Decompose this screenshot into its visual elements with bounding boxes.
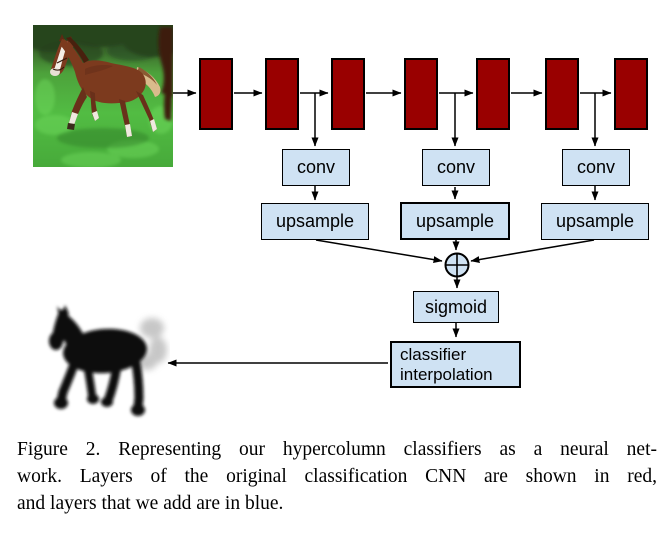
classifier-label-line1: classifier: [400, 344, 467, 364]
main-horse: [50, 34, 161, 137]
upsample-label: upsample: [275, 211, 355, 231]
cnn-layer-block-1: [199, 58, 233, 130]
conv-label: conv: [296, 157, 336, 177]
grass-highlights: [35, 79, 173, 168]
branch-arrows: [311, 93, 599, 201]
caption-line-1: Figure 2. Representing our hypercolumn c…: [17, 439, 657, 460]
conv-box-3: conv: [562, 149, 630, 186]
conv-box-2: conv: [422, 149, 490, 186]
upsample-label: upsample: [555, 211, 635, 231]
upsample-box-1: upsample: [261, 203, 369, 240]
horse-photo-art: [21, 17, 185, 168]
sigmoid-box: sigmoid: [413, 291, 499, 323]
upsample-box-2: upsample: [400, 202, 510, 240]
conv-label: conv: [576, 157, 616, 177]
classifier-interpolation-box: classifier interpolation: [390, 341, 521, 388]
horse-shadow: [57, 128, 149, 148]
classifier-label-line2: interpolation: [400, 364, 493, 384]
silhouette-body: [49, 305, 147, 416]
cnn-layer-block-3: [331, 58, 365, 130]
cnn-layer-block-2: [265, 58, 299, 130]
cnn-layer-block-4: [404, 58, 438, 130]
output-horse-silhouette: [35, 300, 170, 425]
upsample-box-3: upsample: [541, 203, 649, 240]
cnn-layer-block-6: [545, 58, 579, 130]
horse-silhouette-art: [49, 305, 167, 416]
figure-caption: Figure 2. Representing our hypercolumn c…: [17, 436, 657, 517]
second-horse: [158, 27, 173, 121]
sum-node: [444, 252, 470, 278]
caption-line-3: and layers that we add are in blue.: [17, 493, 284, 514]
input-horse-photo: [21, 17, 185, 168]
conv-label: conv: [436, 157, 476, 177]
caption-line-2: work. Layers of the original classificat…: [17, 466, 657, 487]
cnn-layer-block-7: [614, 58, 648, 130]
conv-box-1: conv: [282, 149, 350, 186]
merge-arrows: [167, 239, 595, 367]
cnn-layer-block-5: [476, 58, 510, 130]
upsample-label: upsample: [415, 210, 495, 231]
sigmoid-label: sigmoid: [424, 296, 488, 317]
